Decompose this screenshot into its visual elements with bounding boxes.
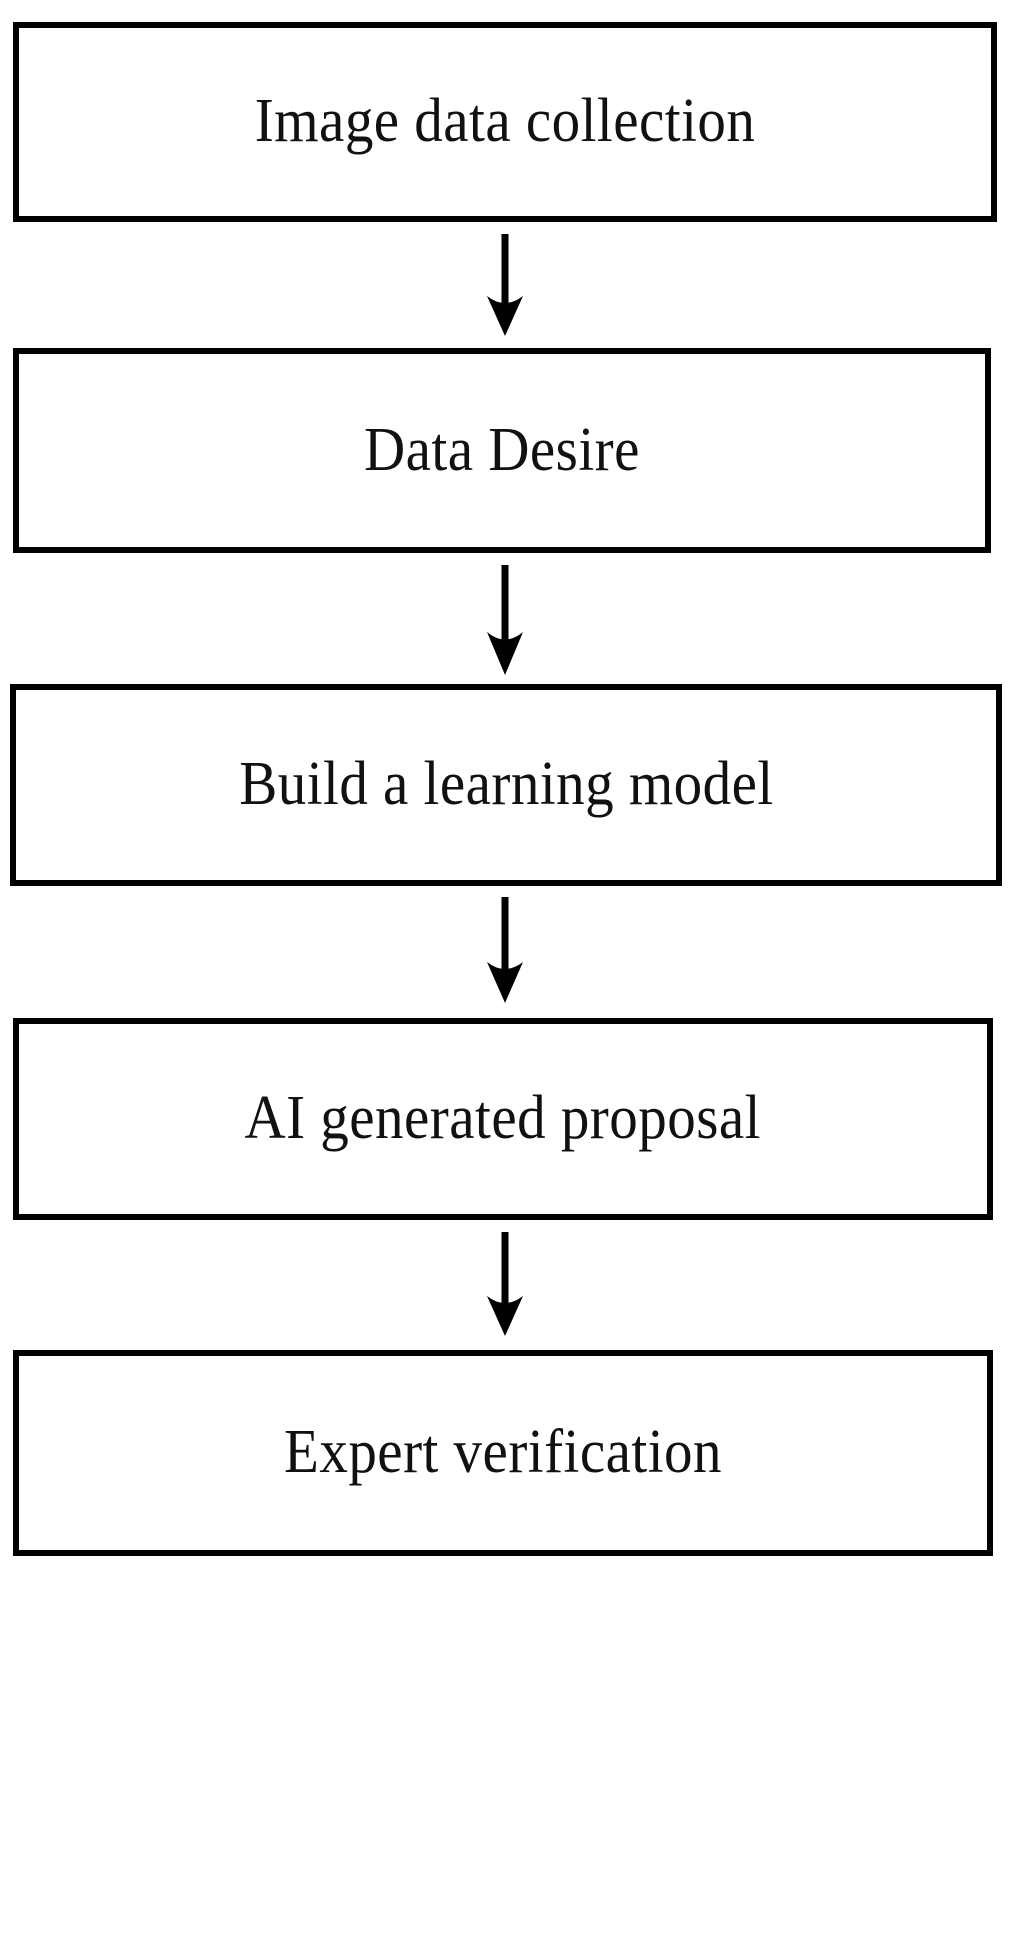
flowchart-arrow-down-1 bbox=[475, 234, 535, 336]
node-label: Data Desire bbox=[364, 415, 640, 484]
node-label: Build a learning model bbox=[238, 750, 774, 819]
flowchart-node-image-data-collection[interactable]: Image data collection bbox=[13, 22, 997, 222]
flowchart-arrow-down-4 bbox=[475, 1232, 535, 1336]
flowchart-node-ai-generated-proposal[interactable]: AI generated proposal bbox=[13, 1018, 993, 1220]
node-label: Image data collection bbox=[254, 87, 756, 156]
flowchart-arrow-down-3 bbox=[475, 897, 535, 1003]
node-label: Expert verification bbox=[284, 1418, 722, 1487]
flowchart-node-data-desire[interactable]: Data Desire bbox=[13, 348, 991, 553]
flowchart-arrow-down-2 bbox=[475, 565, 535, 675]
node-label: AI generated proposal bbox=[244, 1084, 762, 1153]
flowchart-node-expert-verification[interactable]: Expert verification bbox=[13, 1350, 993, 1556]
flowchart-node-build-a-learning-model[interactable]: Build a learning model bbox=[10, 684, 1002, 886]
